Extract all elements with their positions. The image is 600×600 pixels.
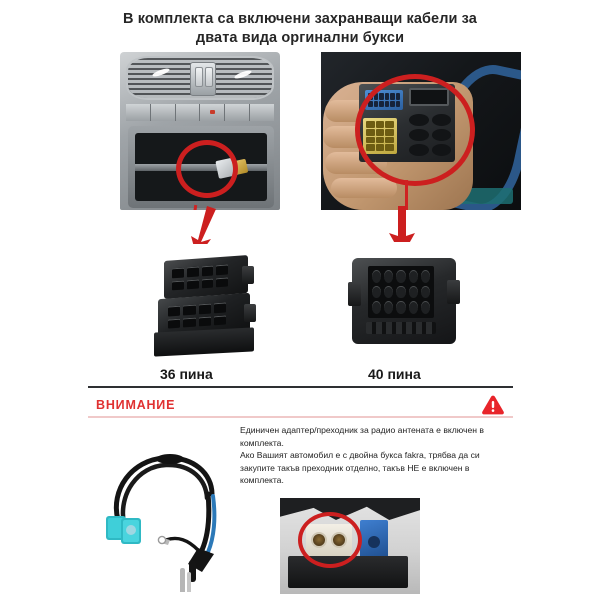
iso-upper-cavities — [172, 264, 228, 291]
page-title-line-1: В комплекта са включени захранващи кабел… — [123, 11, 477, 27]
top-photo-row — [72, 50, 528, 210]
iso-lower-latch — [244, 304, 256, 322]
dash-button-1 — [126, 104, 151, 121]
iso-base-block — [154, 327, 254, 357]
attention-header: ВНИМАНИЕ — [88, 395, 513, 418]
antenna-adapter-photo — [88, 432, 233, 592]
warning-triangle-icon — [482, 395, 504, 415]
fakra-socket-photo — [280, 498, 420, 594]
dashboard-button-strip — [126, 104, 274, 121]
iso-lower-cavities — [168, 302, 226, 329]
connector-label-40pin: 40 пина — [368, 366, 421, 382]
blue-quadlock-plug — [360, 520, 388, 558]
dash-button-hazard — [200, 104, 226, 121]
bottom-section: Единичен адаптер/преходник за радио анте… — [88, 424, 513, 594]
section-divider — [88, 386, 513, 388]
hand-connector-illustration — [321, 52, 521, 210]
attention-rule — [88, 416, 513, 418]
red-pointer-wire-right — [405, 180, 408, 210]
dash-button-2 — [150, 104, 176, 121]
dashboard-illustration — [80, 50, 305, 210]
dashboard-photo — [80, 50, 305, 210]
iso-upper-latch — [242, 266, 254, 284]
page-title: В комплекта са включени захранващи кабел… — [72, 10, 528, 48]
finger-4 — [331, 178, 397, 198]
quadlock-housing — [348, 258, 460, 344]
dash-button-3 — [175, 104, 201, 121]
iso-upper-block — [164, 255, 248, 299]
page-title-line-2: двата вида оргинални букси — [195, 30, 405, 46]
dash-button-6 — [250, 104, 274, 121]
iso-36pin-connector-photo — [148, 244, 268, 362]
attention-paragraph-2: Ако Вашият автомобил е с двойна букса fa… — [240, 450, 480, 486]
red-highlight-circle-connector — [355, 74, 475, 186]
dash-button-5 — [225, 104, 251, 121]
attention-heading: ВНИМАНИЕ — [96, 398, 176, 412]
attention-note-text: Единичен адаптер/преходник за радио анте… — [240, 424, 502, 487]
attention-paragraph-1: Единичен адаптер/преходник за радио анте… — [240, 425, 484, 448]
quadlock-lower-strip — [366, 322, 436, 334]
red-highlight-circle-fakra — [298, 512, 362, 568]
air-vent-icon — [126, 56, 274, 100]
quadlock-40pin-connector-photo — [340, 242, 468, 362]
hand-connector-photo — [321, 52, 521, 210]
quadlock-right-ear — [447, 280, 460, 304]
vent-slider-2 — [205, 67, 213, 87]
vent-slider-1 — [195, 67, 203, 87]
vent-center-control — [190, 62, 216, 96]
quadlock-left-ear — [348, 282, 361, 306]
connector-label-36pin: 36 пина — [160, 366, 213, 382]
red-highlight-circle-dashboard — [176, 140, 238, 198]
quadlock-pin-cavities — [368, 266, 434, 318]
antenna-adapter-cable-illustration — [88, 432, 233, 592]
